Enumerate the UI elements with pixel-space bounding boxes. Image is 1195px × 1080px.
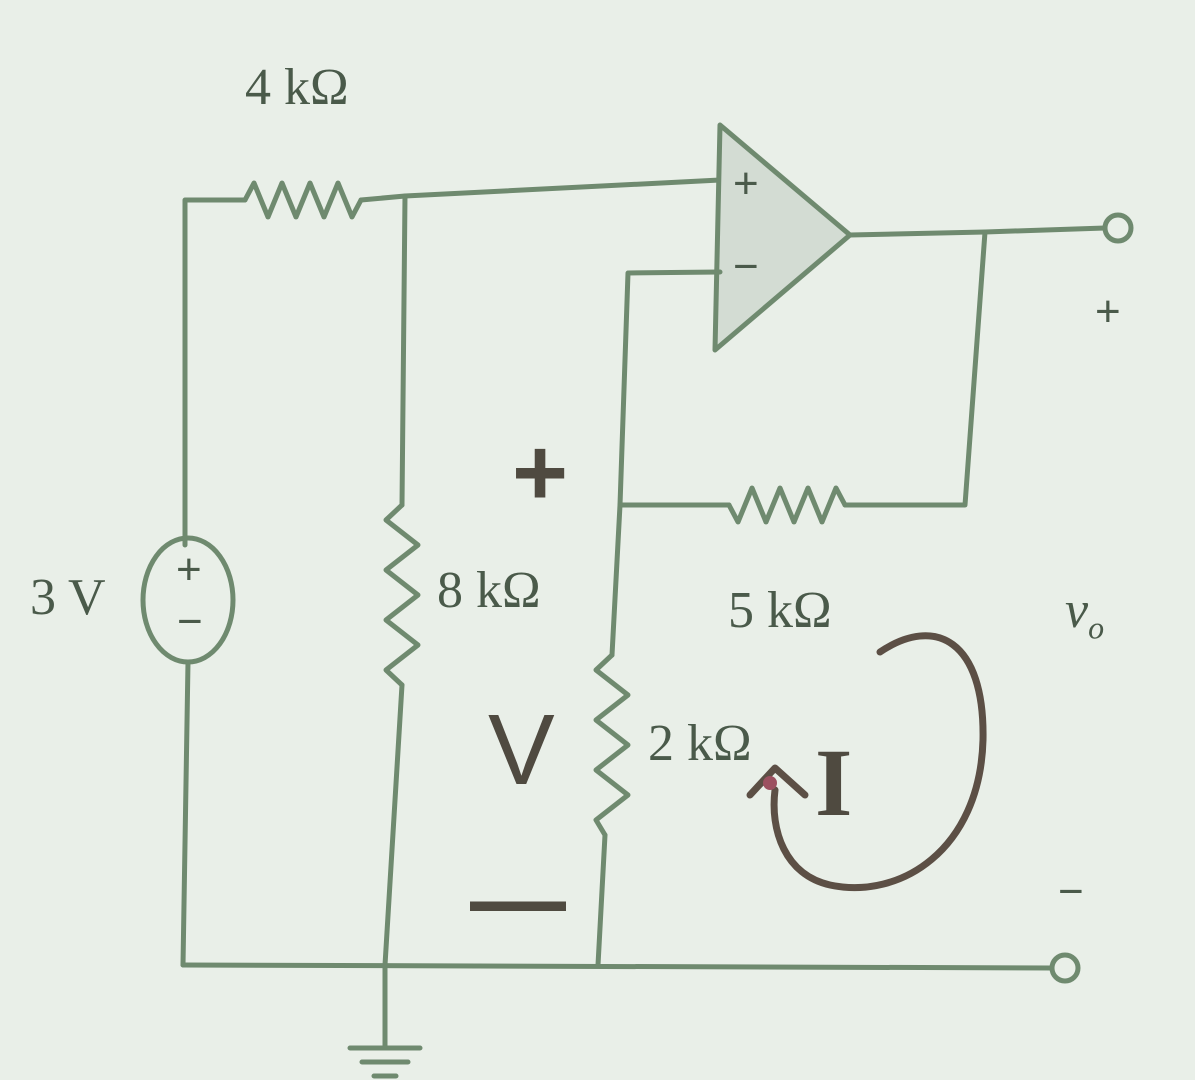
resistor-4k-label: 4 kΩ	[245, 59, 349, 116]
current-loop-arrowhead	[746, 764, 809, 799]
handwritten-voltage: V	[488, 694, 555, 806]
wire-inverting-input	[617, 269, 723, 508]
source-value-label: 3 V	[30, 569, 106, 626]
output-voltage-symbol: v	[1065, 582, 1089, 639]
wire-8k-top	[399, 193, 408, 508]
wire-top-to-opamp	[358, 177, 723, 203]
output-minus-sign: −	[1058, 867, 1084, 916]
wire-top-left	[182, 197, 248, 548]
resistor-5k-label: 5 kΩ	[728, 582, 832, 639]
source-plus-sign: +	[176, 545, 202, 594]
opamp-inverting-sign: −	[733, 242, 759, 291]
output-plus-sign: +	[1095, 287, 1121, 336]
output-voltage-subscript: o	[1088, 609, 1105, 646]
wire-source-bottom	[180, 659, 191, 968]
resistor-4k	[242, 180, 364, 220]
resistor-2k-label: 2 kΩ	[648, 715, 752, 772]
current-loop-arrow	[770, 632, 987, 892]
current-node-dot	[763, 776, 777, 790]
wire-2k-bottom	[595, 832, 608, 968]
wire-opamp-output	[847, 225, 1108, 238]
wire-bottom-rail	[180, 962, 1055, 971]
wire-feedback-down	[842, 229, 988, 508]
resistor-8k	[383, 502, 421, 688]
output-voltage-label: vo	[1065, 582, 1105, 646]
resistor-2k	[593, 652, 631, 838]
handwritten-plus: +	[512, 419, 569, 526]
ground-symbol	[347, 962, 423, 1079]
resistor-5k	[726, 485, 848, 525]
opamp-triangle	[712, 122, 853, 353]
wire-2k-top	[609, 502, 623, 658]
opamp-noninverting-sign: +	[733, 159, 759, 208]
handwritten-current: I	[815, 729, 853, 836]
wire-8k-bottom	[382, 682, 405, 968]
handwritten-minus: —	[470, 846, 566, 953]
source-minus-sign: −	[177, 597, 203, 646]
output-terminal-bottom	[1049, 952, 1081, 984]
resistor-8k-label: 8 kΩ	[437, 562, 541, 619]
output-terminal-top	[1102, 212, 1134, 244]
